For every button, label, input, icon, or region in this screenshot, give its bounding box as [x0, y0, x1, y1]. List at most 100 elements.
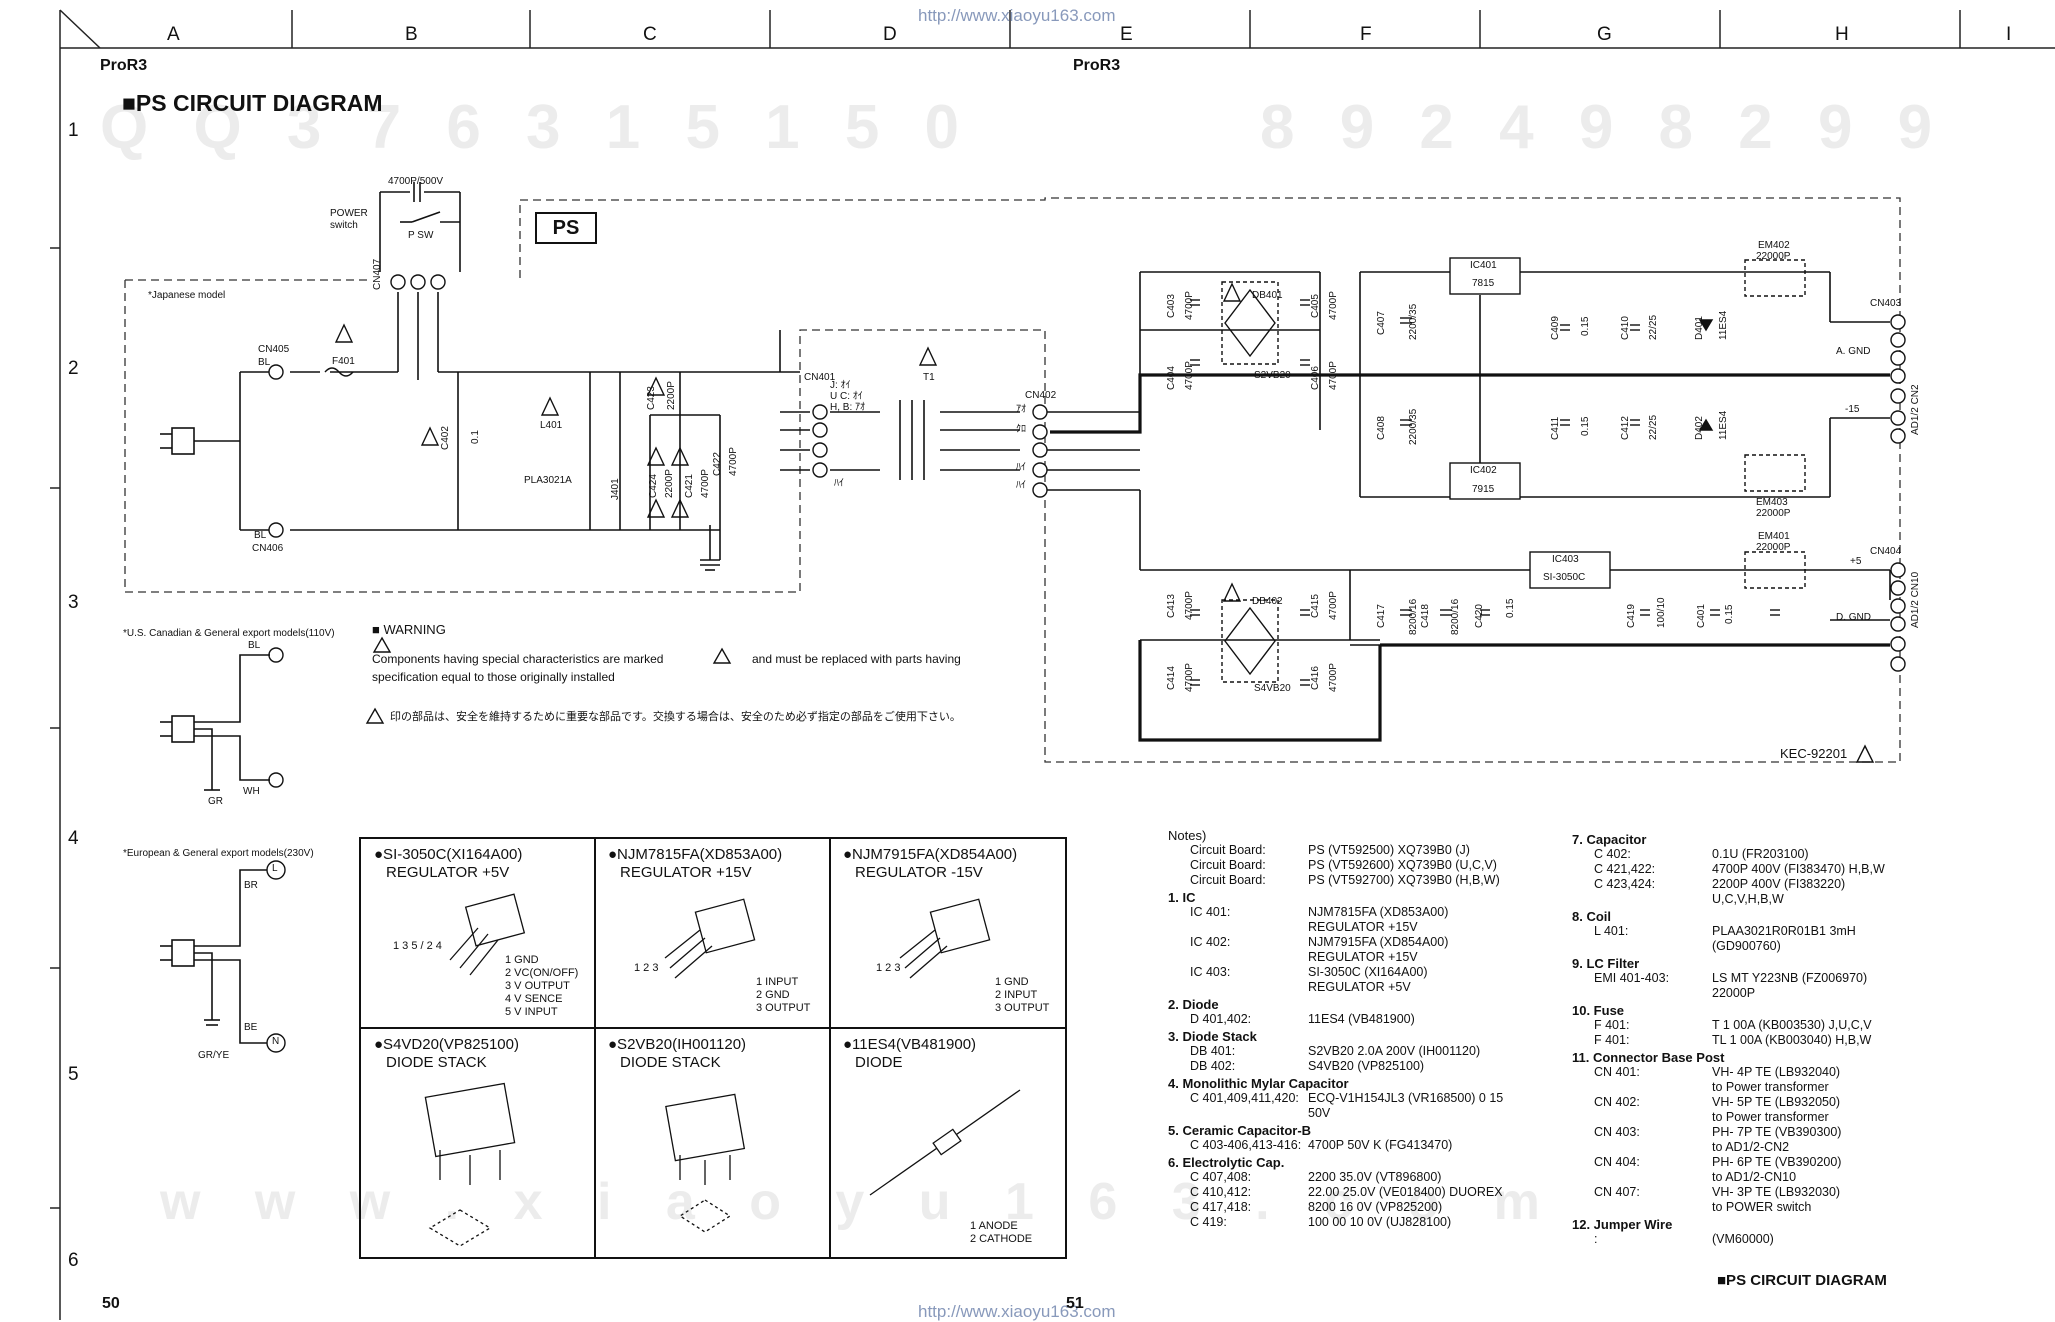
notes-row-value: NJM7915FA (XD854A00) — [1308, 935, 1449, 949]
notes-row-value: 2200P 400V (FI383220) — [1712, 877, 1846, 891]
notes-row-label: IC 403: — [1190, 965, 1231, 979]
notes-row-label: CN 403: — [1594, 1125, 1640, 1139]
notes-left-heading-3: 4. Monolithic Mylar Capacitor — [1168, 1076, 1349, 1091]
cn402-label: CN402 — [1025, 390, 1057, 401]
c417-label: C417 — [1376, 604, 1387, 628]
warning-text-3: specification equal to those originally … — [372, 670, 615, 684]
board-label-text: PS — [552, 217, 580, 239]
notes-row-value: to AD1/2-CN2 — [1712, 1140, 1790, 1154]
notes-row: C 417,418:8200 16 0V (VP825200) — [1168, 1200, 1568, 1215]
pin-hai-2: ﾊｲ — [1016, 480, 1026, 491]
grid-col-e: E — [1120, 24, 1133, 45]
notes-row-value: VH- 4P TE (LB932040) — [1712, 1065, 1841, 1079]
to-ad1-cn2-label: AD1/2 CN2 — [1910, 384, 1921, 435]
cn405-label: CN405 — [258, 344, 290, 355]
notes-row-label: C 410,412: — [1190, 1185, 1252, 1199]
notes-row-value: 50V — [1308, 1106, 1331, 1120]
notes-right-heading-1: 8. Coil — [1572, 909, 1612, 924]
bl-label-bottom: BL — [254, 530, 267, 541]
notes-row-label: CN 402: — [1594, 1095, 1640, 1109]
notes-row-label: DB 402: — [1190, 1059, 1236, 1073]
circuit-board-value: PS (VT592700) XQ739B0 (H,B,W) — [1308, 873, 1500, 887]
part-njm7915-sub: REGULATOR -15V — [855, 864, 983, 881]
c411-value: 0.15 — [1580, 416, 1591, 436]
watermark-top-left: Q Q 3 7 6 3 1 5 1 5 0 — [100, 93, 974, 162]
notes-left-heading-5: 6. Electrolytic Cap. — [1168, 1155, 1285, 1170]
notes-left-heading-0: 1. IC — [1168, 890, 1196, 905]
d402-value: 11ES4 — [1718, 410, 1729, 440]
notes-row: F 401:T 1 00A (KB003530) J,U,C,V — [1572, 1018, 2032, 1033]
notes-row-value: U,C,V,H,B,W — [1712, 892, 1784, 906]
c418-label: C418 — [1420, 604, 1431, 628]
c408-value: 2200/35 — [1408, 408, 1419, 445]
notes-row-value: 4700P 50V K (FG413470) — [1308, 1138, 1453, 1152]
d401-value: 11ES4 — [1718, 310, 1729, 340]
gr-label: GR — [208, 796, 223, 807]
notes-row-value: 8200 16 0V (VP825200) — [1308, 1200, 1443, 1214]
notes-right-heading-4: 11. Connector Base Post — [1572, 1050, 1725, 1065]
notes-heading: Notes) — [1168, 828, 1207, 843]
model-label-right: ProR3 — [1073, 57, 1121, 74]
notes-row: DB 402:S4VB20 (VP825100) — [1168, 1059, 1568, 1074]
c420-label: C420 — [1474, 604, 1485, 628]
url-top[interactable]: http://www.xiaoyu163.com — [918, 6, 1116, 25]
notes-row-label: C 407,408: — [1190, 1170, 1252, 1184]
part-s4vd20-title: ●S4VD20(VP825100) — [374, 1036, 519, 1053]
notes-row: EMI 401-403:LS MT Y223NB (FZ006970) — [1572, 971, 2032, 986]
notes-row: 22000P — [1572, 986, 2032, 1001]
part-njm7815-pin-1: 1 INPUT — [756, 976, 799, 988]
notes-row-label: CN 407: — [1594, 1185, 1640, 1199]
grid-col-c: C — [643, 24, 657, 45]
c407-label: C407 — [1376, 311, 1387, 335]
c421-label: C421 — [684, 474, 695, 498]
part-si3050c-pin-5: 5 V INPUT — [505, 1006, 558, 1018]
part-njm7815-pin-2: 2 GND — [756, 989, 790, 1001]
notes-row: CN 407:VH- 3P TE (LB932030) — [1572, 1185, 2032, 1200]
notes-row: (GD900760) — [1572, 939, 2032, 954]
c405-value: 4700P — [1328, 291, 1339, 320]
notes-row-label: : — [1594, 1232, 1598, 1246]
cn406-label: CN406 — [252, 543, 284, 554]
model-label-left: ProR3 — [100, 57, 148, 74]
ic403-label: IC403 — [1552, 554, 1579, 565]
grid-col-h: H — [1835, 24, 1849, 45]
part-si3050c-title: ●SI-3050C(XI164A00) — [374, 846, 523, 863]
url-bottom[interactable]: http://www.xiaoyu163.com — [918, 1302, 1116, 1321]
part-si3050c-pin-4: 4 V SENCE — [505, 993, 563, 1005]
watermark-bottom: w w w . x i a o y u 1 6 3 . c o m — [160, 1173, 1560, 1231]
br-label: BR — [244, 880, 258, 891]
notes-row: C 423,424:2200P 400V (FI383220) — [1572, 877, 2032, 892]
grid-col-d: D — [883, 24, 897, 45]
em401-label: EM401 — [1758, 531, 1790, 542]
circuit-board-row: Circuit Board: PS (VT592700) XQ739B0 (H,B… — [1168, 873, 1568, 888]
notes-right-heading-0: 7. Capacitor — [1572, 832, 1647, 847]
notes-row-value: 100 00 10 0V (UJ828100) — [1308, 1215, 1452, 1229]
cn403-label: CN403 — [1870, 298, 1902, 309]
notes-row: REGULATOR +15V — [1168, 920, 1568, 935]
d402-label: D402 — [1694, 416, 1705, 440]
circuit-board-label: Circuit Board: — [1190, 873, 1266, 887]
l-terminal-label: L — [272, 863, 278, 874]
notes-row-label: EMI 401-403: — [1594, 971, 1670, 985]
notes-row: C 401,409,411,420:ECQ-V1H154JL3 (VR16850… — [1168, 1091, 1568, 1106]
grid-col-b: B — [405, 24, 418, 45]
em403-label: EM403 — [1756, 497, 1788, 508]
be-label: BE — [244, 1022, 258, 1033]
part-si3050c-nums: 1 3 5 / 2 4 — [393, 940, 442, 952]
part-si3050c-pin-1: 1 GND — [505, 954, 539, 966]
us-models-label: *U.S. Canadian & General export models(1… — [123, 628, 335, 639]
db402-label: DB402 — [1252, 596, 1283, 607]
part-njm7815-pin-3: 3 OUTPUT — [756, 1002, 811, 1014]
page-title: ■PS CIRCUIT DIAGRAM — [122, 90, 383, 116]
notes-row-value: T 1 00A (KB003530) J,U,C,V — [1712, 1018, 1872, 1032]
c411-label: C411 — [1550, 416, 1561, 440]
pla-label: PLA3021A — [524, 475, 572, 486]
notes-row-label: C 402: — [1594, 847, 1631, 861]
notes-row: CN 402:VH- 5P TE (LB932050) — [1572, 1095, 2032, 1110]
c401-label: C401 — [1696, 604, 1707, 628]
notes-row-value: (VM60000) — [1712, 1232, 1774, 1246]
cn404-label: CN404 — [1870, 546, 1902, 557]
c404-value: 4700P — [1184, 361, 1195, 390]
c403-value: 4700P — [1184, 291, 1195, 320]
